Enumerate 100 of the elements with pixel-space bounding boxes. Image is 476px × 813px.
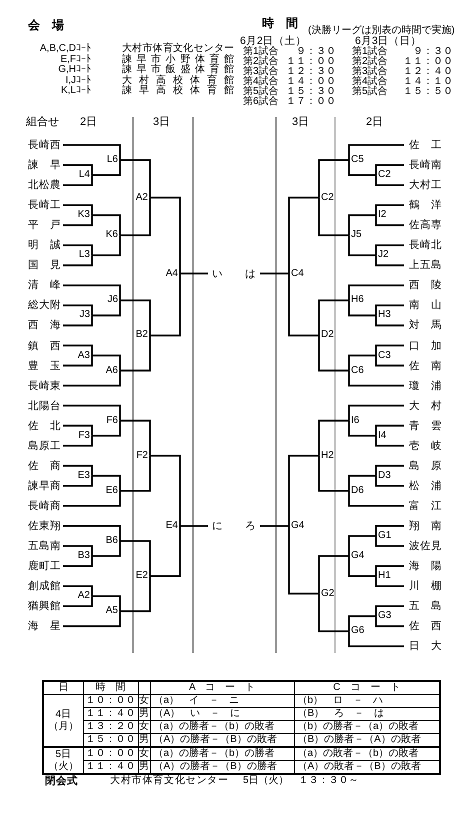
bracket-line bbox=[63, 545, 93, 556]
match-code: A3 bbox=[77, 350, 92, 362]
bracket-line bbox=[288, 196, 319, 274]
bracket-line bbox=[120, 540, 151, 576]
game-number: 第3試合 bbox=[352, 66, 389, 76]
match-code: F3 bbox=[77, 430, 92, 442]
match-code: A2 bbox=[77, 590, 92, 602]
court-label: I,Jｺｰﾄ bbox=[64, 76, 91, 86]
court-label: G,Hｺｰﾄ bbox=[57, 65, 91, 75]
bracket-line bbox=[318, 594, 349, 632]
court-label: K,Lｺｰﾄ bbox=[60, 86, 91, 96]
bracket-line bbox=[63, 556, 93, 567]
game-number: 第1試合 bbox=[243, 47, 280, 57]
team-name: 対 馬 bbox=[404, 318, 444, 332]
bracket-line bbox=[259, 272, 289, 274]
match-code: G1 bbox=[376, 530, 391, 542]
bracket-line bbox=[120, 159, 151, 198]
table-cell: （a） イ － ニ bbox=[150, 694, 294, 708]
day-heading: 2日 bbox=[366, 116, 384, 128]
team-name: 松 浦 bbox=[404, 478, 444, 493]
start-time: ９：３０ bbox=[413, 46, 453, 56]
table-cell: 女 bbox=[138, 694, 150, 708]
header-cell: 日 bbox=[43, 681, 83, 694]
bracket-line bbox=[92, 595, 121, 612]
bracket-line bbox=[375, 576, 404, 587]
bracket-line bbox=[259, 525, 289, 527]
team-name: 長崎商 bbox=[26, 498, 63, 513]
team-name: 長崎南 bbox=[404, 158, 444, 172]
team-name: 大 村 bbox=[404, 398, 444, 413]
table-cell: （b）の勝者－（a）の敗者 bbox=[294, 720, 440, 734]
table-cell: （B） ろ － は bbox=[294, 708, 440, 720]
match-code: H6 bbox=[349, 294, 364, 306]
team-name: 総大附 bbox=[26, 298, 63, 312]
bracket-line bbox=[150, 274, 181, 336]
final-slot-label: い bbox=[208, 266, 224, 280]
bracket-line bbox=[348, 404, 404, 421]
match-code: J6 bbox=[105, 294, 120, 306]
match-code: E2 bbox=[135, 570, 150, 582]
bracket-line bbox=[92, 541, 121, 557]
team-name: 上五島 bbox=[404, 258, 444, 272]
table-cell: 男 bbox=[138, 734, 150, 747]
start-time: １１：００ bbox=[402, 56, 453, 66]
bracket-line bbox=[63, 585, 93, 596]
match-code: I6 bbox=[349, 414, 364, 427]
header-cell: 時 間 bbox=[83, 681, 138, 694]
table-cell: 男 bbox=[138, 708, 150, 720]
date-heading: 6月2日（土） bbox=[240, 36, 308, 47]
bracket-line bbox=[318, 420, 349, 456]
bracket-line bbox=[120, 300, 151, 336]
bracket-line bbox=[63, 304, 93, 316]
bracket-line bbox=[375, 525, 404, 536]
team-name: 猶興館 bbox=[26, 599, 63, 614]
bracket-line bbox=[92, 235, 121, 256]
bracket-line bbox=[120, 420, 151, 456]
match-code: C6 bbox=[349, 364, 364, 377]
match-code: G4 bbox=[349, 550, 364, 562]
bracket-line bbox=[348, 615, 376, 632]
bracket-line bbox=[92, 474, 121, 491]
start-time: １２：３０ bbox=[285, 67, 336, 77]
bracket-line bbox=[63, 284, 121, 300]
match-code: B2 bbox=[135, 329, 150, 342]
bracket-line bbox=[348, 214, 376, 236]
team-name: 富 江 bbox=[404, 498, 444, 513]
bracket-line bbox=[375, 536, 404, 547]
bracket-line bbox=[348, 490, 404, 507]
bracket-line bbox=[375, 424, 404, 436]
venue-name: 諫早市小野体育館 bbox=[122, 54, 234, 64]
team-name: 鎮 西 bbox=[26, 338, 63, 352]
date-heading: 6月3日（日） bbox=[355, 36, 423, 47]
match-code: A4 bbox=[165, 268, 180, 280]
final-slot-label: ろ bbox=[244, 519, 260, 533]
bracket-line bbox=[63, 356, 93, 366]
team-name: 壱 岐 bbox=[404, 438, 444, 453]
section-heading: 会 場 bbox=[28, 19, 65, 31]
day-heading: 3日 bbox=[153, 116, 172, 128]
bracket-line bbox=[63, 164, 93, 176]
team-name: 五 島 bbox=[404, 599, 444, 614]
bracket-line bbox=[375, 244, 404, 256]
bracket-line bbox=[375, 605, 404, 616]
start-time: １５：３０ bbox=[285, 87, 336, 97]
bracket-line bbox=[92, 300, 121, 316]
match-code: J5 bbox=[349, 229, 364, 242]
match-code: E3 bbox=[77, 470, 92, 482]
bracket-line bbox=[318, 159, 349, 198]
team-name: 瓊 浦 bbox=[404, 378, 444, 393]
game-number: 第5試合 bbox=[243, 87, 280, 97]
team-name: 青 雲 bbox=[404, 418, 444, 433]
game-number: 第4試合 bbox=[243, 77, 280, 87]
bracket-line bbox=[375, 356, 404, 366]
team-name: 佐高専 bbox=[404, 218, 444, 232]
table-cell: 5日（火） bbox=[43, 747, 83, 774]
team-name: 長崎東 bbox=[26, 378, 63, 393]
team-name: 長崎西 bbox=[26, 138, 63, 152]
table-cell: １１：４０ bbox=[83, 708, 138, 720]
team-name: 長崎北 bbox=[404, 238, 444, 252]
table-cell: １０：００ bbox=[83, 694, 138, 708]
bracket-line bbox=[318, 198, 349, 236]
bracket-line bbox=[120, 576, 151, 612]
bracket-line bbox=[318, 335, 349, 372]
game-number: 第3試合 bbox=[243, 67, 280, 77]
